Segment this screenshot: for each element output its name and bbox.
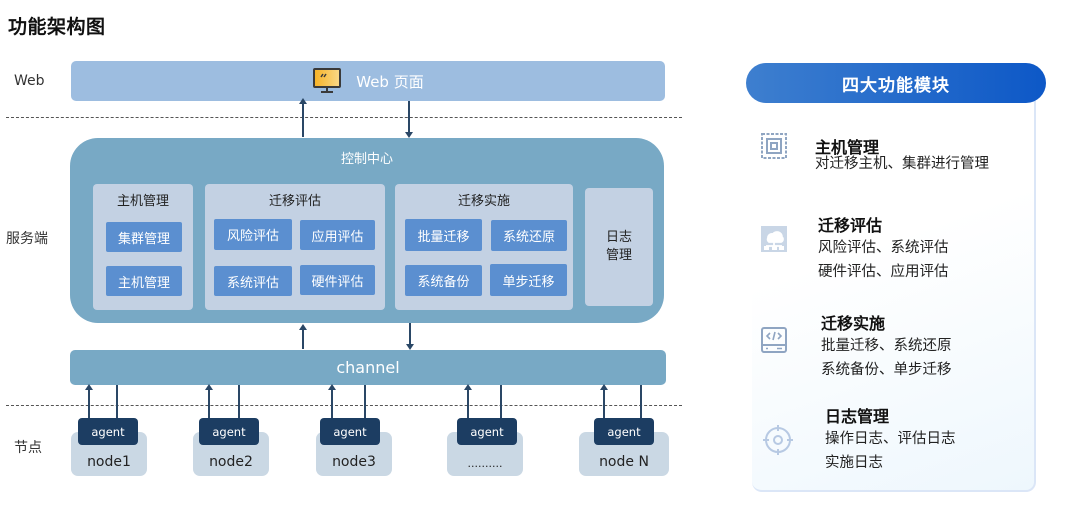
group-migration-assessment: 迁移评估 风险评估 应用评估 系统评估 硬件评估 [205, 184, 385, 310]
page-title: 功能架构图 [8, 16, 106, 38]
group-title: 主机管理 [116, 194, 169, 209]
agent-badge: agent [320, 418, 380, 445]
agent-badge: agent [199, 418, 259, 445]
group-title: 日志 管理 [605, 230, 632, 263]
group-log-management[interactable]: 日志 管理 [585, 188, 653, 306]
node-label: node3 [332, 454, 376, 470]
group-title: 迁移实施 [457, 194, 510, 209]
web-layer: Web 页面 [71, 61, 665, 101]
modules-panel [752, 86, 1036, 492]
chip-system-assessment[interactable]: 系统评估 [214, 266, 292, 296]
row-label-web: Web [14, 73, 45, 89]
arrow-up-node2 [205, 384, 213, 418]
line-node1 [116, 385, 118, 418]
modules-panel-header: 四大功能模块 [746, 63, 1046, 103]
line-node3 [364, 385, 366, 418]
module-desc: 批量迁移、系统还原 [821, 338, 952, 354]
node-label: .......... [467, 457, 503, 470]
arrow-up-node1 [85, 384, 93, 418]
module-title: 主机管理 [815, 138, 880, 157]
group-title: 迁移评估 [268, 194, 321, 209]
line-nodeN [640, 385, 642, 418]
chip-application-assessment[interactable]: 应用评估 [300, 220, 375, 250]
arrow-down-from-control [406, 323, 414, 350]
module-desc: 操作日志、评估日志 [825, 431, 956, 447]
arrow-up-node3 [328, 384, 336, 418]
agent-badge: agent [78, 418, 138, 445]
row-label-nodes: 节点 [14, 440, 42, 456]
group-host-management: 主机管理 集群管理 主机管理 [93, 184, 193, 310]
code-window-icon [760, 326, 788, 354]
line-node-ellipsis [500, 385, 502, 418]
node-label: node2 [209, 454, 253, 470]
target-icon [762, 424, 794, 456]
chip-system-backup[interactable]: 系统备份 [405, 265, 482, 296]
module-desc: 风险评估、系统评估 [818, 240, 949, 256]
chip-host-management[interactable]: 主机管理 [106, 266, 182, 296]
module-title: 日志管理 [825, 407, 890, 426]
module-desc: 实施日志 [825, 455, 883, 471]
module-title: 迁移评估 [818, 216, 883, 235]
layer-divider-bottom [6, 405, 682, 406]
chip-hardware-assessment[interactable]: 硬件评估 [300, 265, 375, 295]
arrow-up-to-control [299, 324, 307, 349]
chip-cluster-management[interactable]: 集群管理 [106, 222, 182, 252]
arrow-up-nodeN [600, 384, 608, 418]
arrow-down-from-web [405, 101, 413, 138]
monitor-icon [312, 67, 342, 95]
layer-divider-top [6, 117, 682, 118]
module-desc: 系统备份、单步迁移 [821, 362, 952, 378]
arrow-up-node-ellipsis [464, 384, 472, 418]
line-node2 [238, 385, 240, 418]
module-desc: 硬件评估、应用评估 [818, 264, 949, 280]
control-center-title: 控制中心 [340, 152, 393, 167]
chip-risk-assessment[interactable]: 风险评估 [214, 219, 292, 250]
chip-system-restore[interactable]: 系统还原 [491, 220, 567, 251]
chip-frame-icon [760, 132, 788, 160]
channel-bar: channel [70, 350, 666, 385]
node-label: node N [599, 454, 649, 470]
cloud-network-icon [760, 225, 788, 253]
module-desc: 对迁移主机、集群进行管理 [815, 156, 989, 172]
agent-badge: agent [457, 418, 517, 445]
module-title: 迁移实施 [821, 314, 886, 333]
arrow-up-to-web [299, 98, 307, 137]
chip-batch-migration[interactable]: 批量迁移 [405, 219, 482, 251]
row-label-server: 服务端 [6, 231, 48, 247]
control-center: 控制中心 主机管理 集群管理 主机管理 迁移评估 风险评估 应用评估 系统评估 … [70, 138, 664, 323]
web-page-label: Web 页面 [356, 72, 424, 91]
chip-single-step-migration[interactable]: 单步迁移 [490, 264, 567, 296]
group-migration-implementation: 迁移实施 批量迁移 系统还原 系统备份 单步迁移 [395, 184, 573, 310]
node-label: node1 [87, 454, 131, 470]
agent-badge: agent [594, 418, 654, 445]
